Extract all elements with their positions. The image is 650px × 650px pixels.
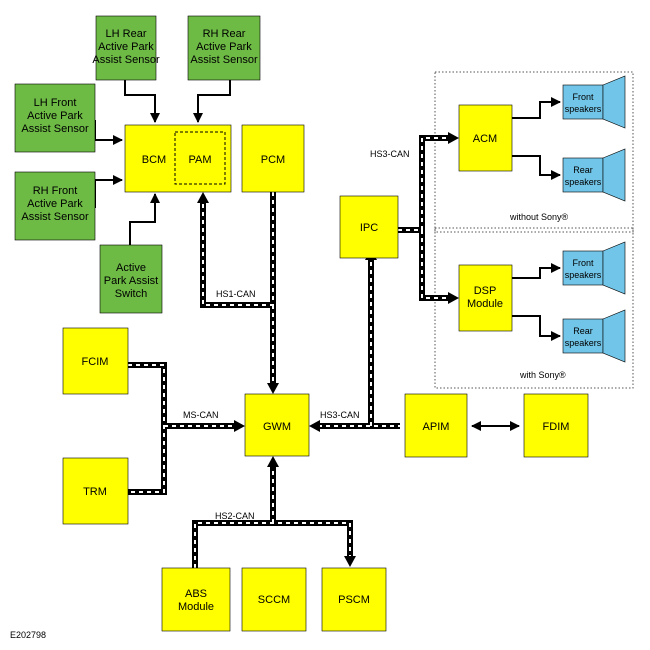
svg-text:speakers: speakers — [565, 270, 602, 280]
svg-text:speakers: speakers — [565, 177, 602, 187]
svg-text:BCM: BCM — [142, 154, 166, 166]
hs2-can-label: HS2-CAN — [215, 511, 255, 521]
abs-module: ABS Module — [161, 567, 231, 632]
svg-text:Assist Sensor: Assist Sensor — [21, 211, 89, 223]
svg-text:Active Park: Active Park — [98, 41, 154, 53]
dsp-rear-link — [512, 315, 561, 341]
can-bus-lines — [128, 132, 459, 568]
svg-text:PSCM: PSCM — [338, 594, 370, 606]
svg-text:Park Assist: Park Assist — [104, 275, 158, 287]
svg-text:GWM: GWM — [263, 421, 291, 433]
acm-module: ACM — [458, 104, 513, 172]
svg-text:TRM: TRM — [83, 486, 107, 498]
fdim-module: FDIM — [523, 393, 589, 458]
with-sony-label: with Sony® — [519, 370, 566, 380]
svg-text:Switch: Switch — [115, 288, 147, 300]
figure-id: E202798 — [10, 630, 46, 640]
svg-text:Assist Sensor: Assist Sensor — [190, 54, 258, 66]
rh-front-link — [94, 175, 123, 208]
rh-front-sensor: RH Front Active Park Assist Sensor — [14, 171, 96, 241]
svg-text:speakers: speakers — [565, 104, 602, 114]
svg-text:PCM: PCM — [261, 154, 285, 166]
hs3-can-label-mid: HS3-CAN — [320, 410, 360, 420]
svg-text:Module: Module — [467, 298, 503, 310]
trm-module: TRM — [62, 457, 129, 525]
dsp-front-link — [512, 263, 561, 279]
svg-text:SCCM: SCCM — [258, 594, 290, 606]
pam-module: PAM — [174, 131, 226, 185]
without-sony-label: without Sony® — [509, 212, 569, 222]
front-speakers-without-sony: Front speakers — [562, 75, 626, 129]
lh-front-link — [94, 120, 123, 145]
svg-text:Active Park: Active Park — [27, 110, 83, 122]
rh-rear-sensor: RH Rear Active Park Assist Sensor — [187, 15, 261, 81]
svg-text:LH Front: LH Front — [34, 97, 77, 109]
svg-text:IPC: IPC — [360, 222, 378, 234]
pcm-module: PCM — [241, 124, 305, 193]
switch-link — [129, 193, 160, 245]
hs3-can-label-top: HS3-CAN — [370, 149, 410, 159]
dsp-module: DSP Module — [458, 264, 513, 332]
front-speakers-with-sony: Front speakers — [562, 241, 626, 295]
svg-text:Rear: Rear — [573, 326, 593, 336]
svg-text:DSP: DSP — [474, 285, 497, 297]
svg-text:Active Park: Active Park — [196, 41, 252, 53]
lh-rear-sensor: LH Rear Active Park Assist Sensor — [92, 15, 160, 81]
svg-text:Active: Active — [116, 262, 146, 274]
svg-text:APIM: APIM — [423, 421, 450, 433]
with-sony-group — [434, 227, 634, 389]
bcm-module: BCM — [124, 124, 232, 193]
acm-front-link — [512, 97, 561, 119]
svg-text:Active Park: Active Park — [27, 198, 83, 210]
ipc-module: IPC — [339, 195, 399, 259]
svg-text:RH Rear: RH Rear — [203, 28, 246, 40]
svg-text:ACM: ACM — [473, 133, 497, 145]
svg-text:LH Rear: LH Rear — [106, 28, 147, 40]
without-sony-group — [434, 71, 634, 233]
apim-module: APIM — [404, 393, 468, 458]
active-park-assist-switch: Active Park Assist Switch — [99, 244, 163, 314]
svg-text:ABS: ABS — [185, 588, 207, 600]
lh-rear-link — [124, 80, 160, 123]
acm-rear-link — [512, 155, 561, 180]
rear-speakers-with-sony: Rear speakers — [562, 309, 626, 363]
rh-rear-link — [193, 80, 231, 123]
svg-text:Rear: Rear — [573, 165, 593, 175]
svg-text:Assist Sensor: Assist Sensor — [92, 54, 160, 66]
svg-text:RH Front: RH Front — [33, 185, 78, 197]
ms-can-label: MS-CAN — [183, 410, 219, 420]
svg-text:FCIM: FCIM — [82, 356, 109, 368]
hs1-can-label: HS1-CAN — [216, 289, 256, 299]
pscm-module: PSCM — [321, 567, 387, 632]
svg-text:PAM: PAM — [188, 154, 211, 166]
svg-text:Front: Front — [572, 258, 594, 268]
fcim-module: FCIM — [62, 327, 129, 395]
svg-text:Front: Front — [572, 92, 594, 102]
lh-front-sensor: LH Front Active Park Assist Sensor — [14, 83, 96, 153]
svg-text:speakers: speakers — [565, 338, 602, 348]
svg-text:Module: Module — [178, 601, 214, 613]
rear-speakers-without-sony: Rear speakers — [562, 148, 626, 202]
gwm-module: GWM — [244, 393, 310, 457]
svg-text:Assist Sensor: Assist Sensor — [21, 123, 89, 135]
svg-text:FDIM: FDIM — [543, 421, 570, 433]
sccm-module: SCCM — [241, 567, 307, 632]
